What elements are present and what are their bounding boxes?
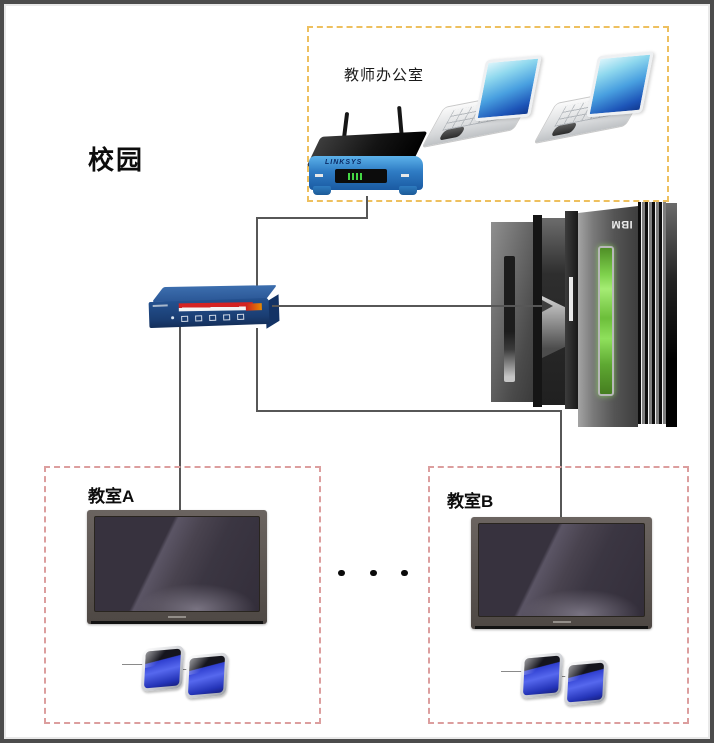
tablet-shine: [522, 655, 553, 676]
link-drop-to-classroom-b: [560, 410, 562, 520]
server-vent-stripes: [638, 202, 666, 424]
laptop-icon: [533, 51, 658, 149]
link-router-to-switch: [256, 217, 258, 293]
link-router-drop: [366, 196, 368, 219]
switch-front-panel: [148, 297, 270, 329]
router-front-panel: LINKSYS: [309, 156, 423, 190]
tv-brand-mark: [552, 621, 571, 623]
teacher-office-zone: [307, 26, 669, 202]
server-divider: [533, 215, 542, 407]
tablet-shine: [566, 662, 597, 683]
link-horizontal-to-classroom-b: [256, 410, 562, 412]
switch-port: [195, 315, 203, 322]
classroom-a-zone: [44, 466, 321, 724]
tablet-group: [122, 644, 234, 706]
link-switch-to-server: [272, 305, 544, 307]
classroom-b-zone: [428, 466, 689, 724]
ellipsis-dot-icon: [401, 570, 408, 576]
tablet-group: [501, 651, 613, 713]
switch-uplink-badge: [245, 303, 262, 311]
server-led-strip-icon: [598, 246, 614, 396]
server-tower-icon: IBM: [491, 202, 677, 427]
ellipsis-dots: [338, 570, 408, 576]
router-led-icon: [348, 173, 362, 180]
ellipsis-dot-icon: [338, 570, 345, 576]
tablet-screen: [143, 648, 182, 689]
router-brand-label: LINKSYS: [325, 159, 363, 166]
tv-brand-mark: [168, 616, 186, 618]
server-right-edge: [666, 203, 677, 427]
tablet-wire: [122, 664, 146, 665]
tablet-shine: [187, 655, 218, 676]
switch-red-stripe: [178, 302, 253, 312]
router-port: [315, 174, 323, 177]
server-left-slot: [504, 256, 515, 382]
switch-port: [209, 314, 217, 321]
tablet-wire: [501, 671, 525, 672]
tv-bottom-strip: [90, 621, 264, 624]
tv-screen: [478, 523, 645, 617]
flat-screen-tv-icon: [87, 510, 267, 624]
switch-brand-label: [152, 304, 168, 307]
link-switch-to-classroom-a: [179, 314, 181, 512]
router-port: [401, 174, 409, 177]
classroom-a-label: 教室A: [88, 487, 135, 506]
tablet-shine: [143, 648, 174, 669]
flat-screen-tv-icon: [471, 517, 652, 629]
campus-title: 校园: [88, 145, 145, 175]
server-divider: [565, 211, 578, 409]
tablet-icon: [184, 652, 229, 699]
laptop-icon: [421, 55, 546, 153]
tablet-screen: [522, 655, 561, 696]
laptop-screen: [474, 55, 542, 122]
tablet-icon: [140, 645, 185, 692]
wireless-router-icon: LINKSYS: [306, 104, 433, 200]
server-white-slot: [569, 277, 573, 321]
tablet-screen: [187, 655, 226, 696]
router-display: [335, 169, 387, 183]
switch-port: [237, 313, 245, 321]
switch-power-led-icon: [171, 316, 175, 320]
classroom-b-label: 教室B: [447, 492, 494, 511]
laptop-screen: [586, 51, 654, 118]
switch-port: [181, 315, 189, 322]
server-front-panel: IBM: [578, 206, 638, 427]
router-foot: [399, 186, 417, 195]
tablet-icon: [519, 652, 564, 699]
link-router-horizontal: [256, 217, 368, 219]
tablet-icon: [563, 659, 608, 706]
server-brand-label: IBM: [611, 218, 633, 230]
router-foot: [313, 186, 331, 195]
tv-bottom-strip: [474, 626, 649, 629]
link-switch-down: [256, 328, 258, 412]
tablet-screen: [566, 662, 605, 703]
server-left-panel: [491, 222, 533, 402]
ellipsis-dot-icon: [369, 570, 377, 576]
switch-port: [223, 314, 231, 321]
tv-screen: [94, 516, 260, 612]
ethernet-switch-icon: [146, 284, 282, 334]
arrow-right-icon: [542, 300, 553, 312]
teacher-office-label: 教师办公室: [344, 67, 425, 84]
